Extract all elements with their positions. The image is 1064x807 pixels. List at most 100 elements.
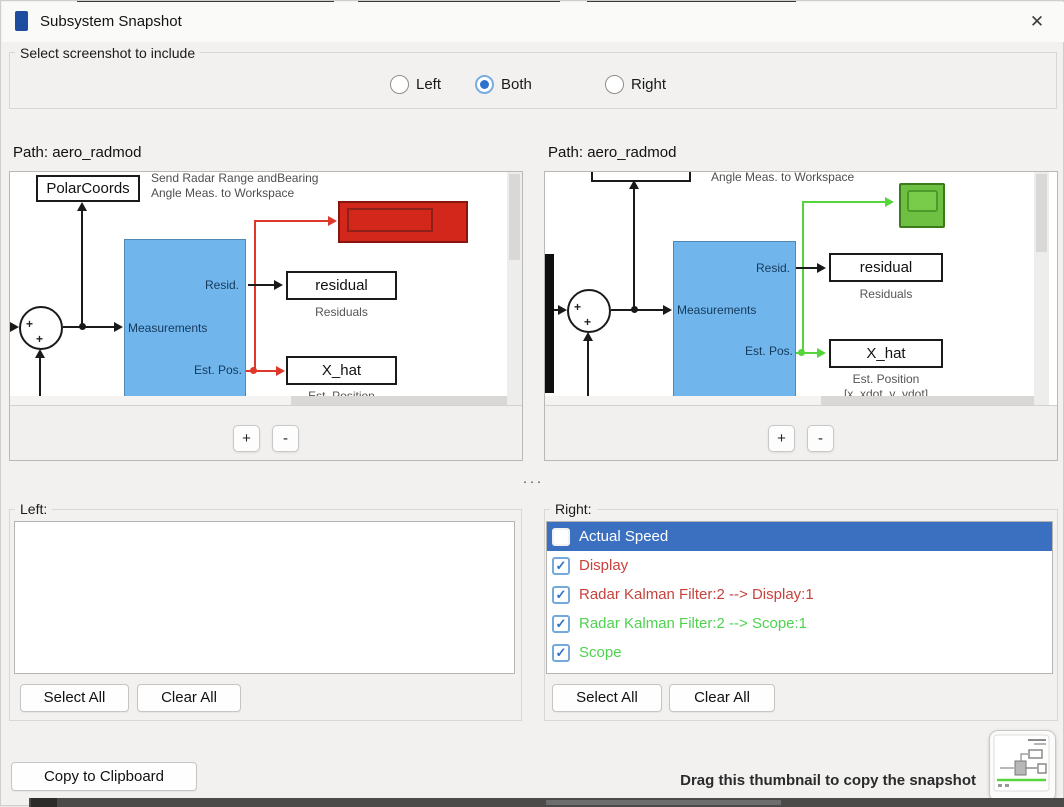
right-preview-panel: Angle Meas. to Workspace Resid. Measurem… <box>544 171 1058 461</box>
list-item-label: Display <box>579 557 629 574</box>
zoom-out-button[interactable]: - <box>272 425 299 452</box>
residual-block: residual <box>829 253 943 282</box>
signal-wire <box>63 326 116 328</box>
zoom-in-button[interactable]: + <box>233 425 260 452</box>
left-diagram-canvas[interactable]: PolarCoords Send Radar Range andBearing … <box>10 172 522 406</box>
window-title: Subsystem Snapshot <box>40 13 182 30</box>
left-select-all-button[interactable]: Select All <box>20 684 129 712</box>
annotation-line2: Angle Meas. to Workspace <box>151 186 295 200</box>
signal-wire <box>39 355 41 405</box>
copy-to-clipboard-button[interactable]: Copy to Clipboard <box>11 762 197 791</box>
annotation-line1: Send Radar Range andBearing <box>151 172 319 185</box>
residuals-annotation: Residuals <box>315 305 368 319</box>
background-window-edge <box>29 798 1064 807</box>
green-wire-junction <box>798 349 805 356</box>
drag-hint-text: Drag this thumbnail to copy the snapshot <box>680 772 976 789</box>
v-scrollbar[interactable] <box>507 172 522 405</box>
plus-sign: + <box>574 300 582 314</box>
polarcoords-block-partial <box>591 172 691 182</box>
arrowhead <box>10 322 19 332</box>
background-window-text-smudge <box>546 800 781 805</box>
left-clear-all-button[interactable]: Clear All <box>137 684 241 712</box>
estpos-port-label: Est. Pos. <box>194 363 243 377</box>
checkbox-icon[interactable]: ✓ <box>552 614 570 633</box>
red-signal-wire <box>246 370 278 372</box>
annotation-text: Angle Meas. to Workspace <box>711 172 855 184</box>
list-item-label: Radar Kalman Filter:2 --> Display:1 <box>579 586 814 603</box>
arrowhead-up <box>583 332 593 341</box>
splitter-handle[interactable]: ··· <box>522 473 544 490</box>
green-signal-wire <box>802 201 886 203</box>
radio-right[interactable]: Right <box>605 75 666 94</box>
est-position-annotation: Est. Position <box>852 372 920 386</box>
screenshot-select-group <box>9 52 1057 109</box>
green-signal-wire <box>796 352 820 354</box>
radio-left-label: Left <box>416 76 442 93</box>
list-item[interactable]: Actual Speed <box>547 522 1052 551</box>
resid-port-label: Resid. <box>205 278 240 292</box>
radio-both[interactable]: Both <box>475 75 532 94</box>
close-icon[interactable]: ✕ <box>1029 12 1045 31</box>
list-item-label: Radar Kalman Filter:2 --> Scope:1 <box>579 615 808 632</box>
right-list[interactable]: Actual Speed ✓ Display ✓ Radar Kalman Fi… <box>546 521 1053 674</box>
right-path-label: Path: aero_radmod <box>548 144 677 161</box>
arrowhead-up <box>77 202 87 211</box>
polarcoords-block: PolarCoords <box>36 175 140 202</box>
red-block-inner-frame <box>347 208 433 232</box>
arrowhead-up <box>629 180 639 189</box>
right-clear-all-button[interactable]: Clear All <box>669 684 775 712</box>
arrowhead <box>558 305 567 315</box>
list-item[interactable]: ✓ Radar Kalman Filter:2 --> Scope:1 <box>547 609 1052 638</box>
right-zoom-controls: + - <box>545 425 1057 452</box>
h-scrollbar-thumb[interactable] <box>821 396 1034 405</box>
resid-port-label: Resid. <box>756 261 791 275</box>
right-list-group <box>544 509 1058 721</box>
app-icon <box>15 11 28 31</box>
zoom-out-button[interactable]: - <box>807 425 834 452</box>
radio-icon[interactable] <box>475 75 494 94</box>
list-item[interactable]: ✓ Display <box>547 551 1052 580</box>
radio-right-label: Right <box>631 76 667 93</box>
left-list[interactable] <box>14 521 515 674</box>
xhat-block: X_hat <box>286 356 397 385</box>
list-item[interactable]: ✓ Scope <box>547 638 1052 667</box>
v-scrollbar-thumb[interactable] <box>509 174 520 260</box>
radio-icon[interactable] <box>605 75 624 94</box>
h-scrollbar[interactable] <box>545 396 1034 405</box>
background-window-edge <box>31 798 57 807</box>
xhat-block: X_hat <box>829 339 943 368</box>
radio-left[interactable]: Left <box>390 75 441 94</box>
checkbox-icon[interactable]: ✓ <box>552 585 570 604</box>
checkbox-icon[interactable]: ✓ <box>552 556 570 575</box>
green-arrowhead <box>885 197 894 207</box>
arrowhead <box>663 305 672 315</box>
thumbnail-diagram <box>993 734 1050 792</box>
v-scrollbar[interactable] <box>1034 172 1049 405</box>
snapshot-thumbnail[interactable] <box>989 730 1056 802</box>
list-item-label: Scope <box>579 644 622 661</box>
plus-sign: + <box>26 317 34 331</box>
left-list-group-label: Left: <box>15 501 53 517</box>
plus-sign: + <box>36 332 44 346</box>
checkbox-icon[interactable]: ✓ <box>552 643 570 662</box>
right-diagram-canvas[interactable]: Angle Meas. to Workspace Resid. Measurem… <box>545 172 1057 406</box>
zoom-in-button[interactable]: + <box>768 425 795 452</box>
right-select-all-button[interactable]: Select All <box>552 684 662 712</box>
list-item[interactable]: ✓ Radar Kalman Filter:2 --> Display:1 <box>547 580 1052 609</box>
h-scrollbar[interactable] <box>10 396 507 405</box>
red-signal-wire <box>254 220 256 372</box>
checkbox-icon[interactable] <box>552 527 570 546</box>
v-scrollbar-thumb[interactable] <box>1036 174 1047 252</box>
right-list-group-label: Right: <box>550 501 597 517</box>
residual-block: residual <box>286 271 397 300</box>
radio-icon[interactable] <box>390 75 409 94</box>
green-arrowhead <box>817 348 826 358</box>
left-preview-panel: PolarCoords Send Radar Range andBearing … <box>9 171 523 461</box>
signal-wire <box>248 284 276 286</box>
kalman-filter-block <box>124 239 246 400</box>
h-scrollbar-thumb[interactable] <box>291 396 507 405</box>
arrowhead <box>817 263 826 273</box>
red-arrowhead <box>328 216 337 226</box>
annotation-text: Send Radar Range andBearing Angle Meas. … <box>151 172 318 201</box>
